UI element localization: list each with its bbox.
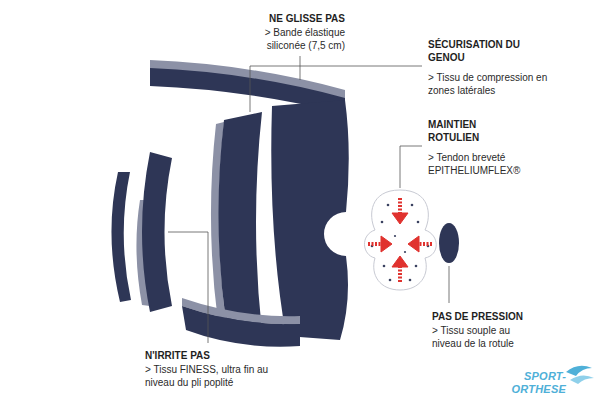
callout-heading: NE GLISSE PAS (255, 12, 345, 25)
pressure-arrows (368, 198, 432, 282)
callout-text: > Bande élastique siliconée (7,5 cm) (255, 26, 345, 52)
watermark: SPORT-ORTHESE (486, 370, 566, 396)
logo-icon (566, 366, 594, 384)
callout-text: > Tissu FINESS, ultra fin au niveau du p… (145, 363, 270, 389)
callout-heading: MAINTIEN ROTULIEN (428, 118, 523, 144)
bottom-band (182, 306, 300, 347)
left-panel (142, 152, 172, 312)
callout-text: > Tissu de compression en zones latérale… (428, 71, 550, 97)
callout-heading: PAS DE PRESSION (432, 310, 562, 323)
callout-heading: SÉCURISATION DU GENOU (428, 38, 523, 64)
callout-heading: N'IRRITE PAS (145, 349, 275, 362)
patella-pad (364, 190, 436, 290)
left-strip (111, 172, 131, 302)
callout-text: > Tissu souple au niveau de la rotule (432, 324, 532, 350)
callout-text: > Tendon breveté EPITHELIUMFLEX® (428, 151, 550, 177)
leader-lines (168, 56, 449, 343)
patella-insert (439, 223, 459, 263)
side-panel (218, 112, 262, 332)
front-panel (271, 100, 348, 340)
